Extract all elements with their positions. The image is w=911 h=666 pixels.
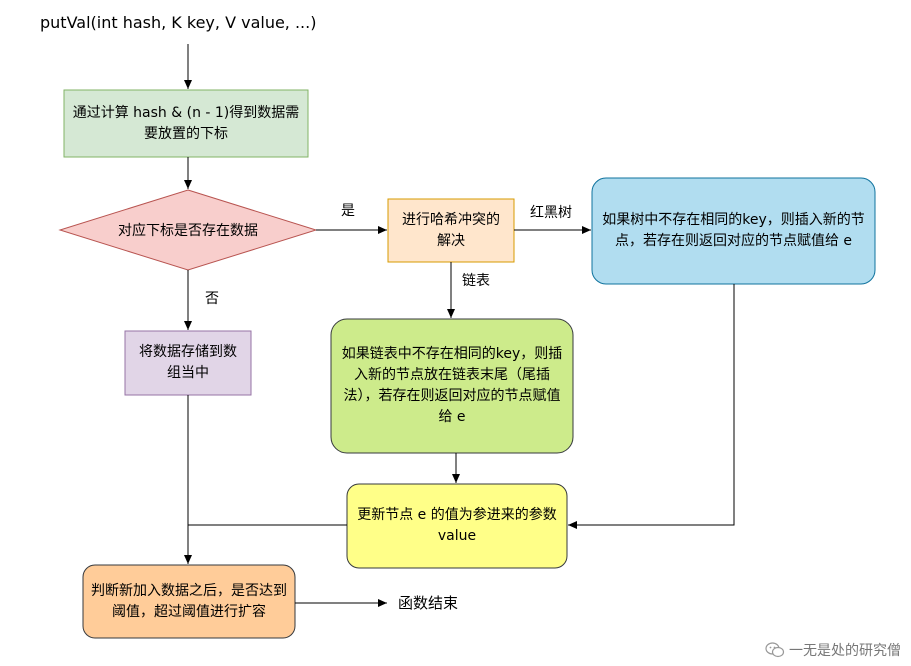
- compute-index-box: [63, 89, 309, 158]
- end-label: 函数结束: [398, 594, 459, 612]
- watermark: 一无是处的研究僧: [765, 640, 901, 660]
- yes-label: 是: [341, 203, 355, 219]
- compute-index-text: 通过计算 hash & (n - 1)得到数据需要放置的下标: [72, 104, 300, 142]
- store-array-text: 将数据存储到数组当中: [139, 344, 237, 381]
- list-insert-text: 如果链表中不存在相同的key，则插入新的节点放在链表末尾（尾插法），若存在则返回…: [341, 346, 563, 425]
- tree-insert-text: 如果树中不存在相同的key，则插入新的节点，若存在则返回对应的节点赋值给 e: [602, 212, 865, 249]
- resolve-collision-box: [387, 198, 515, 263]
- edge-tree-to-update: [568, 284, 735, 529]
- no-label: 否: [205, 291, 219, 307]
- watermark-text: 一无是处的研究僧: [789, 643, 901, 659]
- list-insert-box: [330, 318, 574, 454]
- update-value-text: 更新节点 e 的值为参进来的参数value: [357, 507, 557, 544]
- start-label: putVal(int hash, K key, V value, ...): [40, 13, 317, 32]
- red-black-tree-label: 红黑树: [530, 205, 572, 221]
- resolve-collision-text: 进行哈希冲突的解决: [402, 211, 500, 249]
- check-threshold-text: 判断新加入数据之后，是否达到阈值，超过阈值进行扩容: [91, 582, 287, 620]
- wechat-icon: [765, 642, 785, 658]
- update-value-box: [346, 483, 568, 569]
- check-threshold-box: [82, 564, 296, 639]
- linked-list-label: 链表: [462, 273, 490, 289]
- decision-text: 对应下标是否存在数据: [118, 223, 258, 239]
